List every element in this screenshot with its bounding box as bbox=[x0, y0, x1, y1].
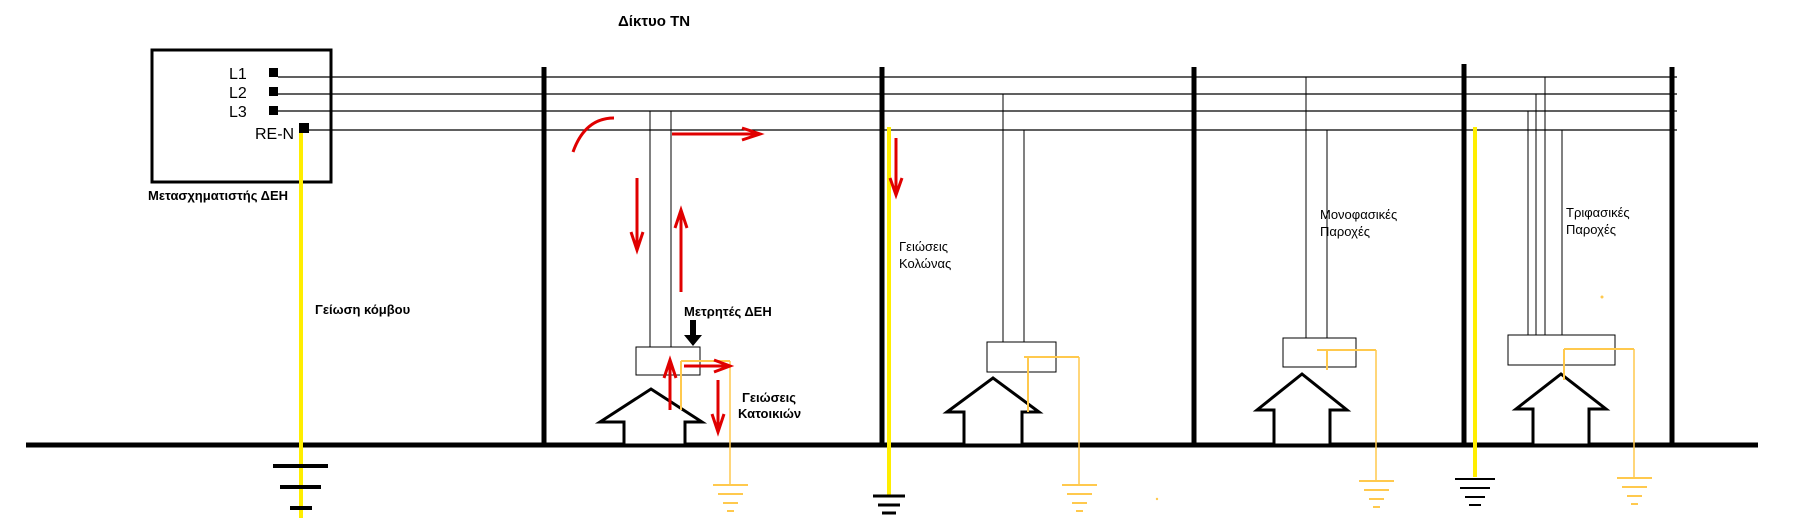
house-arrow-3 bbox=[1252, 372, 1352, 447]
house-arrow-4 bbox=[1511, 372, 1611, 447]
meter-pointer-arrow bbox=[684, 320, 702, 346]
terminal-label-re-n: RE-N bbox=[255, 126, 294, 143]
house-1-earth-symbol bbox=[713, 484, 748, 512]
pole-earth-label-line2: Κολώνας bbox=[899, 256, 951, 271]
single-phase-label-line1: Μονοφασικές bbox=[1320, 207, 1397, 222]
three-phase-label-line1: Τριφασικές bbox=[1566, 205, 1630, 220]
single-phase-label-line2: Παροχές bbox=[1320, 224, 1370, 239]
current-arrow-up-2 bbox=[662, 355, 678, 410]
house-2-earth-symbol bbox=[1062, 484, 1097, 512]
three-phase-label-line2: Παροχές bbox=[1566, 222, 1616, 237]
single-phase-section: Μονοφασικές Παροχές bbox=[1252, 77, 1397, 508]
three-phase-section: Τριφασικές Παροχές bbox=[1455, 77, 1652, 506]
terminal-re-n bbox=[299, 123, 309, 133]
house-arrow-2 bbox=[942, 376, 1044, 447]
meter-box-3 bbox=[1282, 337, 1357, 368]
transformer: L1 L2 L3 RE-N Μετασχηματιστής ΔΕΗ bbox=[148, 48, 333, 203]
current-arrow-up-1 bbox=[673, 205, 689, 292]
house-earth-label-line2: Κατοικιών bbox=[738, 406, 801, 421]
current-arrow-right-short bbox=[684, 358, 735, 374]
terminal-label-l1: L1 bbox=[229, 66, 247, 83]
house-2-section: Γειώσεις Κολώνας bbox=[873, 94, 1097, 515]
current-arrow-down-2 bbox=[710, 380, 726, 437]
terminal-label-l2: L2 bbox=[229, 85, 247, 102]
house-earth-label-line1: Γειώσεις bbox=[742, 390, 796, 405]
terminal-l2 bbox=[269, 87, 278, 96]
pole-4-earth-symbol bbox=[1455, 478, 1495, 506]
stray-dot-2 bbox=[1600, 295, 1604, 299]
transformer-caption: Μετασχηματιστής ΔΕΗ bbox=[148, 188, 288, 203]
current-flow-arrows bbox=[571, 116, 765, 437]
diagram-title: Δίκτυο TN bbox=[618, 13, 690, 30]
house-1-section: Μετρητές ΔΕΗ Γειώσεις Κατοικιών bbox=[571, 111, 801, 512]
distribution-conductors bbox=[278, 76, 1677, 131]
terminal-l3 bbox=[269, 106, 278, 115]
pole-earth-label-line1: Γειώσεις bbox=[899, 239, 948, 254]
transformer-box bbox=[150, 48, 333, 184]
stray-dot-1 bbox=[1155, 497, 1159, 501]
current-arrow-right bbox=[672, 126, 765, 142]
node-earth: Γείωση κόμβου bbox=[273, 133, 411, 518]
current-arrow-down-1 bbox=[629, 178, 645, 255]
fault-curve-arrow bbox=[571, 116, 615, 153]
house-4-earth-symbol bbox=[1617, 477, 1652, 505]
terminal-label-l3: L3 bbox=[229, 104, 247, 121]
pole-earth-arrow bbox=[888, 138, 904, 200]
node-earth-label: Γείωση κόμβου bbox=[315, 302, 411, 317]
meter-label: Μετρητές ΔΕΗ bbox=[684, 304, 772, 319]
poles bbox=[541, 64, 1675, 445]
terminal-l1 bbox=[269, 68, 278, 77]
house-3-earth-symbol bbox=[1359, 480, 1394, 508]
house-arrow-1 bbox=[594, 387, 708, 447]
pole-2-earth-symbol bbox=[873, 494, 905, 515]
